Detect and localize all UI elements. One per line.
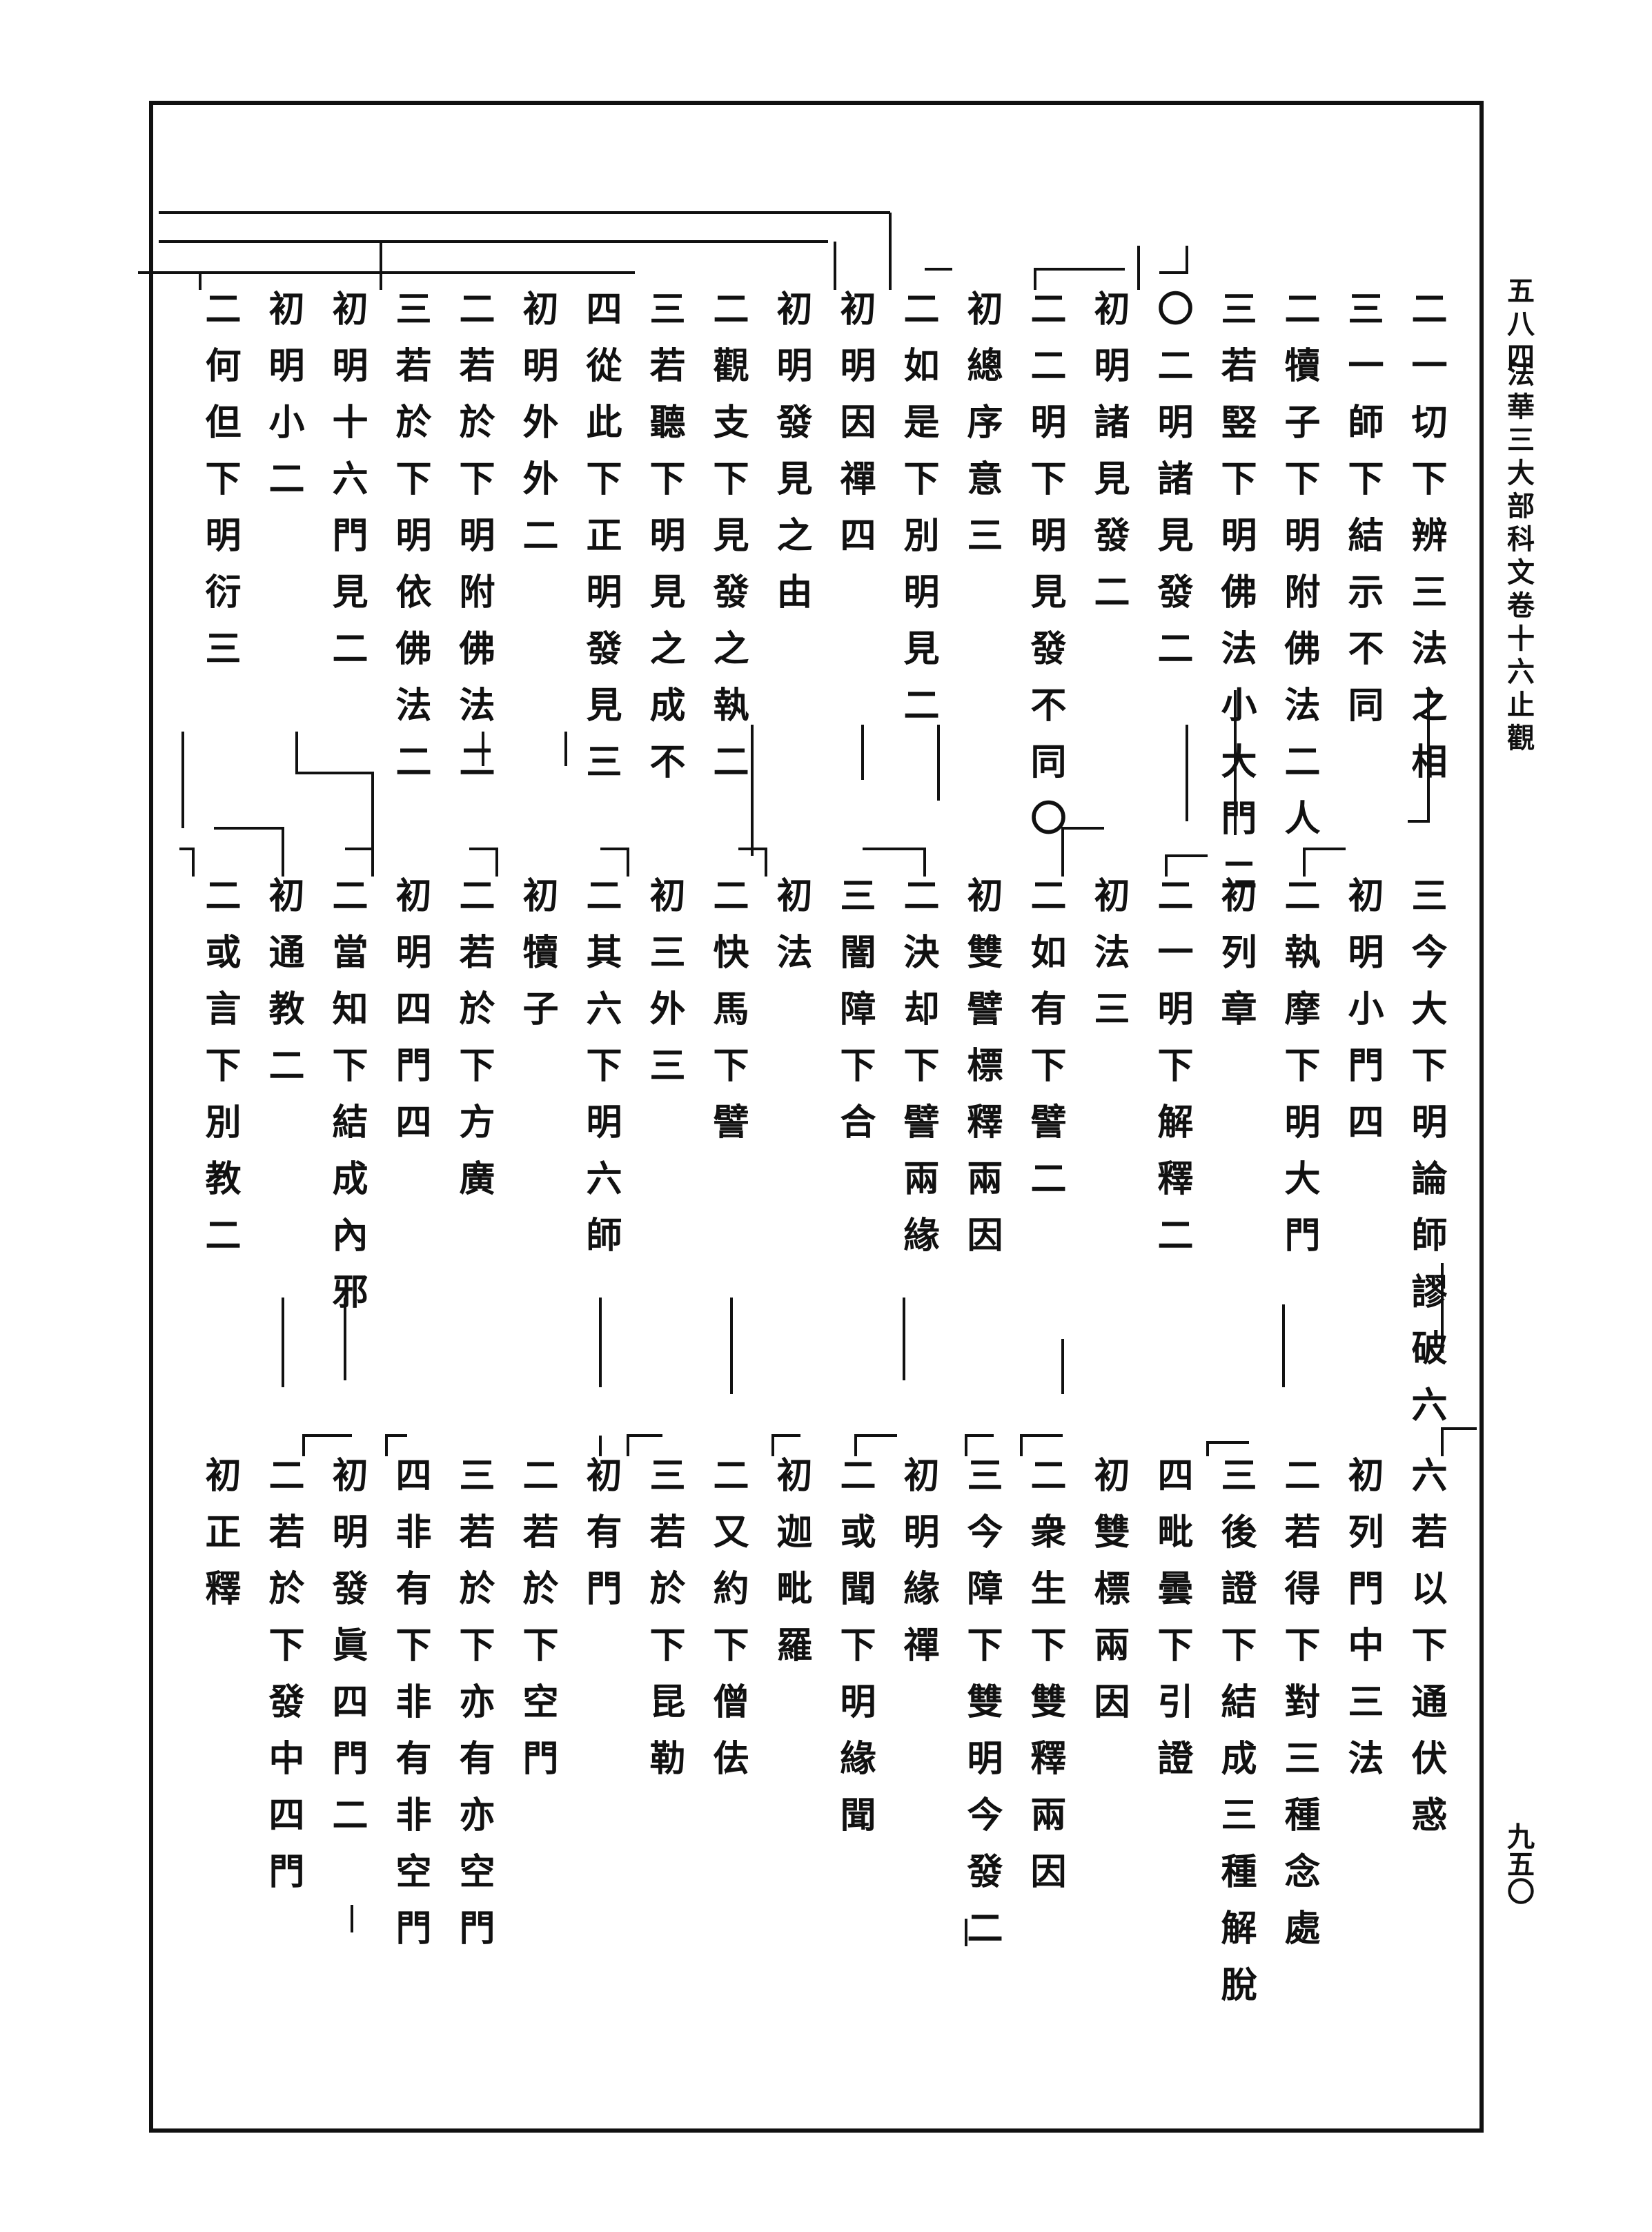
outline-entry: 三若竪下明佛法小大門二 (1215, 290, 1257, 912)
outline-entry: 二其六下明六師 (580, 877, 622, 1273)
bracket-line (1441, 1427, 1477, 1456)
bracket-line (295, 732, 374, 856)
outline-entry: 初通教二 (262, 877, 304, 1103)
outline-entry: 二犢子下明附佛法二人 (1278, 290, 1320, 856)
outline-entry: 二何但下明衍三 (199, 290, 241, 686)
outline-entry: 四毗曇下引證 (1151, 1456, 1193, 1796)
outline-entry: 初明外外二 (516, 290, 558, 573)
outline-entry: 三闇障下合 (834, 877, 876, 1159)
header-book-title: 法華三大部科文卷十六止觀 (1502, 359, 1535, 756)
outline-entry: 四從此下正明發見三 (580, 290, 622, 799)
outline-entry: 六若以下通伏惑 (1405, 1456, 1447, 1852)
outline-entry: 二若於下發中四門 (262, 1456, 304, 1909)
outline-entry: 初明發眞四門二 (326, 1456, 368, 1852)
outline-entry: 二一明下解釋二 (1151, 877, 1193, 1273)
outline-entry: 二若於下明附佛法二 (453, 290, 495, 799)
outline-entry: 三若聽下明見之成不 (643, 290, 685, 799)
outline-entry: 初正釋 (199, 1456, 241, 1626)
outline-entry: 二若得下對三種念處 (1278, 1456, 1320, 1966)
outline-entry: 四非有下非有非空門 (389, 1456, 431, 1966)
outline-entry: 二衆生下雙釋兩因 (1024, 1456, 1066, 1909)
outline-entry: 二或言下別教二 (199, 877, 241, 1273)
bracket-line (1034, 268, 1125, 290)
outline-entry: 二快馬下譬 (707, 877, 749, 1159)
outline-entry: 三今障下雙明今發二 (961, 1456, 1003, 1966)
outline-entry: 初有門 (580, 1456, 622, 1626)
outline-entry: 初犢子 (516, 877, 558, 1046)
outline-entry: 初雙標兩因 (1088, 1456, 1130, 1739)
outline-entry: 二若於下空門 (516, 1456, 558, 1796)
bracket-line (600, 848, 629, 877)
bracket-line (627, 1434, 662, 1456)
outline-entry: 二如是下別明見二 (897, 290, 939, 743)
outline-entry: 二又約下僧佉 (707, 1456, 749, 1796)
outline-entry: 初三外三 (643, 877, 685, 1103)
outline-entry: 三若於下亦有亦空門 (453, 1456, 495, 1966)
outline-entry: 初法 (770, 877, 812, 990)
outline-entry: 三若於下昆勒 (643, 1456, 685, 1796)
bracket-line (1303, 848, 1346, 877)
bracket-line (771, 1434, 800, 1456)
outline-entry: 初明十六門見二 (326, 290, 368, 686)
outline-entry: 二觀支下見發之執二 (707, 290, 749, 799)
outline-entry: 二決却下譬兩緣 (897, 877, 939, 1273)
bracket-line (965, 1434, 994, 1456)
outline-entry: 初明小二 (262, 290, 304, 516)
bracket-line (345, 848, 374, 877)
outline-entry: 三今大下明論師謬破六 (1405, 877, 1447, 1442)
outline-entry: 初明諸見發二 (1088, 290, 1130, 629)
bracket-line (214, 827, 284, 877)
bracket-line (1061, 827, 1104, 877)
outline-entry: 初明四門四 (389, 877, 431, 1159)
outline-entry: 初迦毗羅 (770, 1456, 812, 1683)
bracket-line (1159, 246, 1188, 274)
bracket-line (1020, 1434, 1063, 1456)
outline-entry: 三若於下明依佛法二 (389, 290, 431, 799)
bracket-line (1165, 854, 1208, 877)
header-volume-page: 五八四 (1502, 276, 1535, 375)
bracket-line (738, 848, 767, 877)
outline-entry: 二如有下譬二 (1024, 877, 1066, 1216)
bracket-line (385, 1434, 407, 1456)
outline-entry: 二二明下明見發不同〇 (1024, 290, 1066, 856)
page-number: 九五〇 (1502, 1822, 1535, 1905)
outline-entry: 初明因禪四 (834, 290, 876, 573)
outline-entry: 三一師下結示不同 (1341, 290, 1384, 743)
outline-entry: 初明發見之由 (770, 290, 812, 629)
outline-entry: 二若於下方廣 (453, 877, 495, 1216)
outline-entry: 初列門中三法 (1341, 1456, 1384, 1796)
bracket-line (469, 848, 498, 877)
outline-entry: 初法三 (1088, 877, 1130, 1046)
outline-entry: 初明小門四 (1341, 877, 1384, 1159)
bracket-line (863, 848, 926, 877)
outline-entry: 初總序意三 (961, 290, 1003, 573)
page-border (149, 101, 1484, 2133)
bracket-line (854, 1434, 897, 1456)
outline-entry: 初明緣禪 (897, 1456, 939, 1683)
outline-entry: 二當知下結成內邪 (326, 877, 368, 1329)
outline-entry: 初列章 (1215, 877, 1257, 1046)
outline-entry: 三後證下結成三種解脫 (1215, 1456, 1257, 2022)
bracket-line (302, 1434, 352, 1456)
outline-entry: 初雙譬標釋兩因 (961, 877, 1003, 1273)
outline-entry: 二或聞下明緣聞 (834, 1456, 876, 1852)
outline-entry: 二一切下辨三法之相 (1405, 290, 1447, 799)
bracket-line (1408, 690, 1430, 823)
outline-entry: 〇二明諸見發二 (1151, 290, 1193, 686)
outline-entry: 二執摩下明大門 (1278, 877, 1320, 1273)
bracket-line (1206, 1441, 1249, 1456)
bracket-line (179, 848, 195, 877)
